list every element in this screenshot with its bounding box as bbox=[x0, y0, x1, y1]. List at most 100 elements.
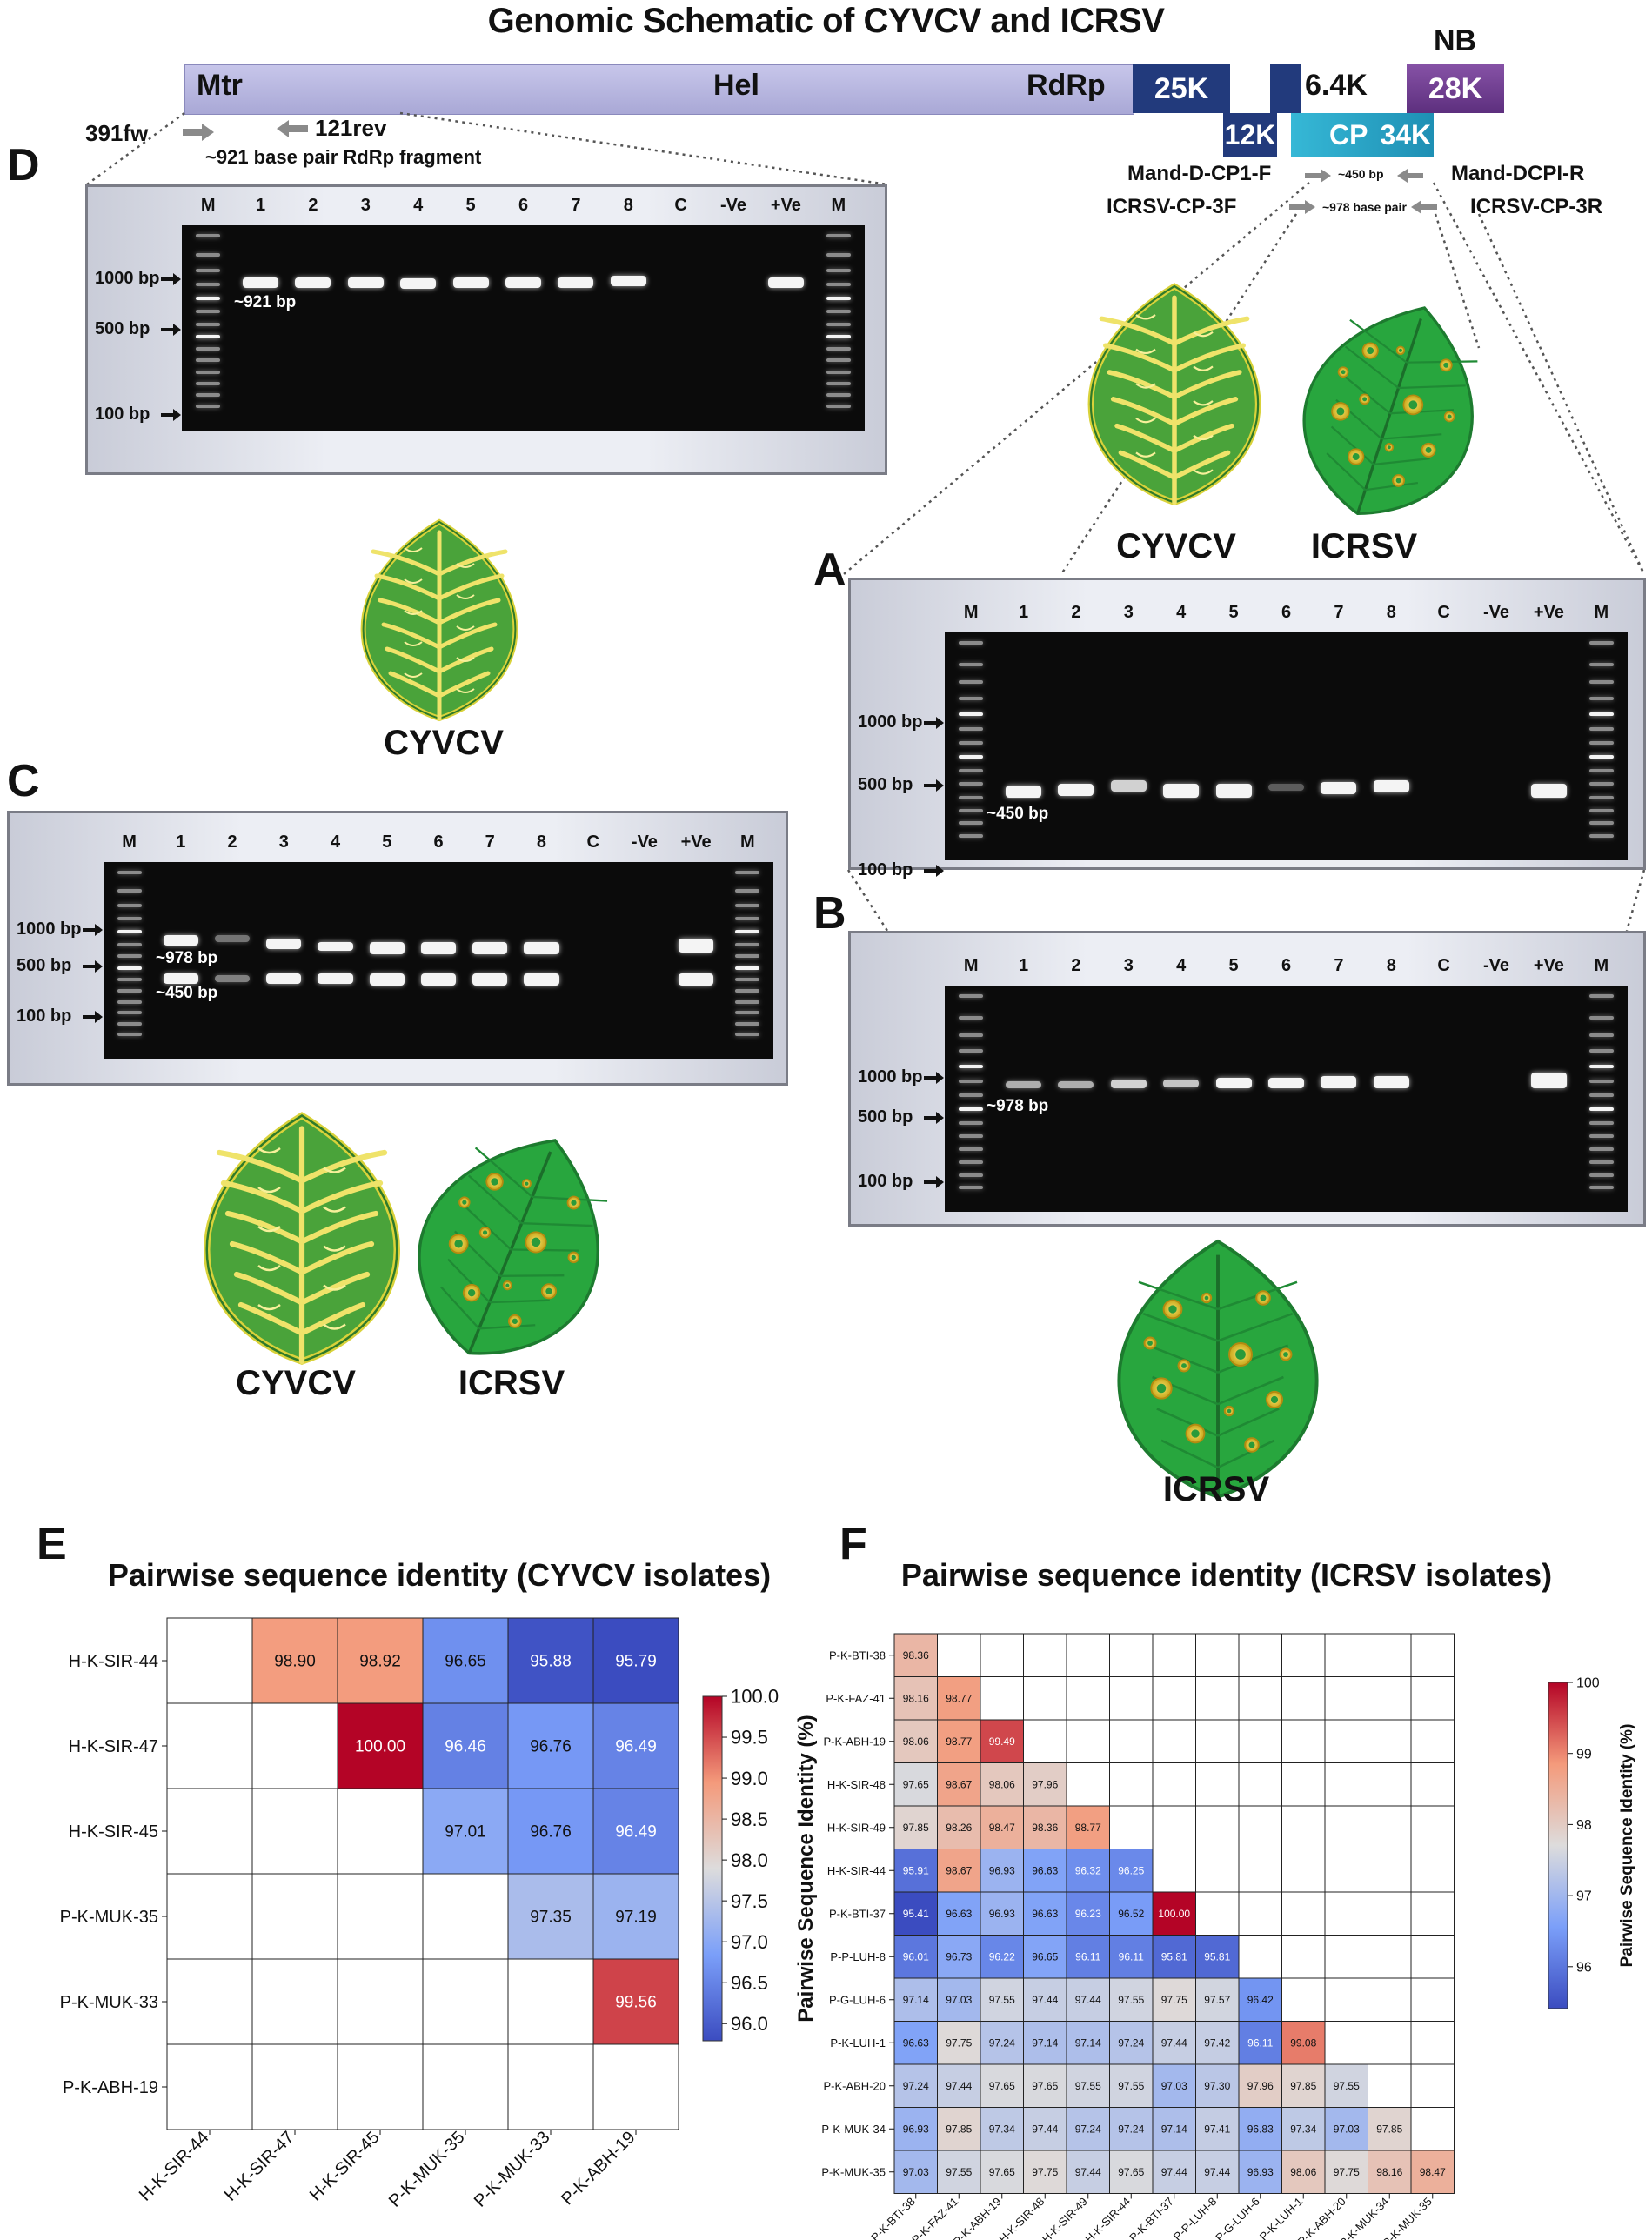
heatmap-value-label: 97.24 bbox=[1075, 2123, 1101, 2135]
lane-label: -Ve bbox=[631, 832, 658, 852]
ladder-band bbox=[735, 942, 760, 946]
heatmap-cell bbox=[937, 2107, 981, 2151]
ladder-band bbox=[826, 334, 851, 338]
bp-marker-label: 100 bp bbox=[858, 1172, 913, 1191]
marker-arrow-icon bbox=[924, 865, 944, 877]
heatmap-value-label: 97.44 bbox=[1161, 2166, 1187, 2178]
heatmap-col-label: P-K-BTI-37 bbox=[1127, 2195, 1176, 2240]
lane-label: 8 bbox=[536, 832, 547, 852]
genome-segment-cp: CP 34K bbox=[1291, 113, 1434, 157]
gel-band bbox=[214, 935, 251, 942]
ladder-band bbox=[735, 871, 760, 874]
lane-label: +Ve bbox=[1533, 603, 1564, 622]
lane-label: 3 bbox=[1123, 956, 1134, 975]
marker-arrow-icon bbox=[161, 324, 181, 336]
ladder-band bbox=[826, 234, 851, 237]
heatmap-cell bbox=[507, 2043, 594, 2130]
heatmap-cell bbox=[1281, 2063, 1326, 2108]
ladder-band bbox=[959, 1015, 984, 1020]
heatmap-cell bbox=[1368, 1719, 1412, 1763]
heatmap-cell bbox=[1368, 1762, 1412, 1807]
genome-label-rdrp: RdRp bbox=[1027, 69, 1106, 102]
gel-band bbox=[452, 277, 489, 288]
gel-band bbox=[1267, 784, 1305, 791]
ladder-band bbox=[959, 782, 984, 786]
heatmap-cell bbox=[1195, 1676, 1240, 1721]
heatmap-row-label: P-G-LUH-6 bbox=[829, 1993, 886, 2006]
heatmap-cell bbox=[1368, 2150, 1412, 2194]
heatmap-cell bbox=[893, 1891, 938, 1936]
lane-label: 2 bbox=[1071, 956, 1081, 975]
heatmap-cell bbox=[1109, 1719, 1154, 1763]
ladder-band bbox=[959, 834, 984, 838]
heatmap-value-label: 97.01 bbox=[445, 1823, 486, 1842]
heatmap-value-label: 98.77 bbox=[946, 1692, 972, 1704]
gel-band bbox=[524, 973, 559, 986]
heatmap-cell bbox=[1066, 1891, 1110, 1936]
heatmap-value-label: 95.81 bbox=[1161, 1950, 1187, 1963]
lane-label: C bbox=[586, 832, 599, 852]
marker-arrow-icon bbox=[924, 717, 944, 729]
heatmap-row-label: P-K-MUK-35 bbox=[821, 2165, 886, 2178]
heatmap-cell bbox=[1066, 2021, 1110, 2065]
heatmap-cell bbox=[337, 1702, 424, 1789]
dna-ladder bbox=[959, 994, 984, 1203]
heatmap-f-title: Pairwise sequence identity (ICRSV isolat… bbox=[900, 1557, 1553, 1593]
icrsv-leaf-caption: ICRSV bbox=[1162, 1470, 1270, 1508]
heatmap-cell bbox=[1410, 2063, 1455, 2108]
heatmap-cell bbox=[1195, 2150, 1240, 2194]
heatmap-cell bbox=[1109, 1676, 1154, 1721]
heatmap-col-label: P-K-ABH-19 bbox=[951, 2195, 1004, 2240]
heatmap-cell bbox=[1238, 1935, 1282, 1979]
heatmap-cell bbox=[1152, 1633, 1196, 1677]
heatmap-cell bbox=[1281, 1633, 1326, 1677]
heatmap-col-label: H-K-SIR-48 bbox=[996, 2195, 1047, 2240]
gel-band bbox=[1530, 784, 1567, 798]
heatmap-row-label: P-K-ABH-19 bbox=[823, 1735, 886, 1748]
heatmap-cell bbox=[1410, 1977, 1455, 2022]
ladder-band bbox=[735, 989, 760, 993]
heatmap-cell bbox=[422, 1873, 509, 1960]
panel-letter-f: F bbox=[839, 1519, 867, 1569]
ladder-band bbox=[826, 253, 851, 257]
heatmap-cell bbox=[1368, 1633, 1412, 1677]
heatmap-cell bbox=[1023, 1762, 1067, 1807]
heatmap-value-label: 96.83 bbox=[1247, 2123, 1274, 2135]
bp-marker-label: 500 bp bbox=[858, 775, 913, 794]
heatmap-value-label: 96.11 bbox=[1247, 2036, 1273, 2049]
lane-label: M bbox=[740, 832, 755, 852]
ladder-band bbox=[735, 930, 760, 934]
ladder-band bbox=[196, 253, 221, 257]
marker-arrow-icon bbox=[924, 1072, 944, 1084]
gel-band bbox=[318, 973, 353, 984]
heatmap-cell bbox=[166, 1873, 253, 1960]
heatmap-value-label: 97.14 bbox=[1075, 2036, 1101, 2049]
bp-marker-label: 100 bp bbox=[95, 405, 150, 424]
heatmap-cell bbox=[251, 2043, 338, 2130]
lane-label: 7 bbox=[1334, 603, 1344, 622]
gel-band bbox=[347, 277, 384, 288]
panel-letter-e: E bbox=[37, 1519, 67, 1569]
ladder-band bbox=[1588, 1133, 1614, 1138]
ladder-band bbox=[826, 310, 851, 313]
heatmap-cell bbox=[980, 1805, 1024, 1849]
heatmap-value-label: 96.76 bbox=[530, 1738, 572, 1756]
ladder-band bbox=[1588, 1107, 1614, 1111]
ladder-band bbox=[826, 283, 851, 287]
colorbar bbox=[702, 1695, 723, 2042]
heatmap-value-label: 97.30 bbox=[1204, 2080, 1230, 2092]
gel-band bbox=[1163, 1080, 1200, 1087]
heatmap-value-label: 97.14 bbox=[1161, 2123, 1187, 2135]
dna-ladder bbox=[826, 234, 851, 422]
heatmap-cell bbox=[422, 1788, 509, 1875]
heatmap-value-label: 96.93 bbox=[903, 2123, 929, 2135]
ladder-band bbox=[117, 1033, 142, 1036]
ladder-band bbox=[196, 283, 221, 287]
genome-label-cp: CP bbox=[1329, 118, 1368, 150]
ladder-band bbox=[959, 712, 984, 716]
ladder-band bbox=[1588, 768, 1614, 772]
heatmap-cell bbox=[592, 1788, 679, 1875]
heatmap-value-label: 96.63 bbox=[903, 2036, 929, 2049]
heatmap-value-label: 98.67 bbox=[946, 1778, 972, 1790]
lane-label: 2 bbox=[308, 196, 318, 215]
